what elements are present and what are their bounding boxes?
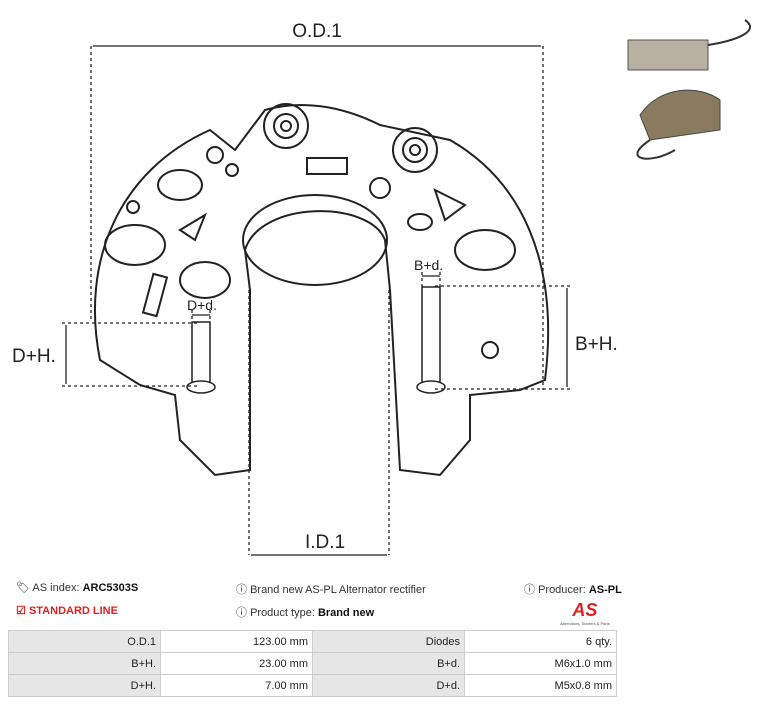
spec-label: D+d. <box>312 674 465 697</box>
standard-line-badge: ☑ STANDARD LINE <box>16 605 118 617</box>
product-photo <box>627 19 752 160</box>
id-label: I.D.1 <box>305 532 345 553</box>
spec-label: B+d. <box>312 652 465 675</box>
spec-value: 6 qty. <box>464 630 617 653</box>
info-icon: ⓘ <box>236 584 247 596</box>
spec-value: M6x1.0 mm <box>464 652 617 675</box>
spec-value: 23.00 mm <box>160 652 313 675</box>
rectifier-diagram: O.D.1 I.D.1 D+H. B+H. D+d. B+d. <box>12 19 752 556</box>
as-pl-logo: AS Alternators, Starters & Parts <box>560 600 610 626</box>
checkbox-icon: ☑ <box>16 605 26 617</box>
rectifier-outline <box>93 104 550 477</box>
spec-label: B+H. <box>8 652 161 675</box>
bd-label: B+d. <box>414 257 443 273</box>
tag-icon: 🏷 <box>16 582 30 594</box>
spec-label: D+H. <box>8 674 161 697</box>
dd-label: D+d. <box>187 297 217 313</box>
product-type: ⓘ Product type: Brand new <box>236 607 375 619</box>
as-index: 🏷 AS index: ARC5303S <box>16 582 139 594</box>
spec-value: 123.00 mm <box>160 630 313 653</box>
info-icon: ⓘ <box>524 584 535 596</box>
spec-value: 7.00 mm <box>160 674 313 697</box>
spec-label: Diodes <box>312 630 465 653</box>
info-icon: ⓘ <box>236 607 247 619</box>
od-label: O.D.1 <box>292 21 342 42</box>
producer: ⓘ Producer: AS-PL <box>524 584 622 596</box>
spec-value: M5x0.8 mm <box>464 674 617 697</box>
description: ⓘ Brand new AS-PL Alternator rectifier <box>236 584 426 596</box>
bh-label: B+H. <box>575 334 618 355</box>
spec-label: O.D.1 <box>8 630 161 653</box>
dh-label: D+H. <box>12 346 56 367</box>
